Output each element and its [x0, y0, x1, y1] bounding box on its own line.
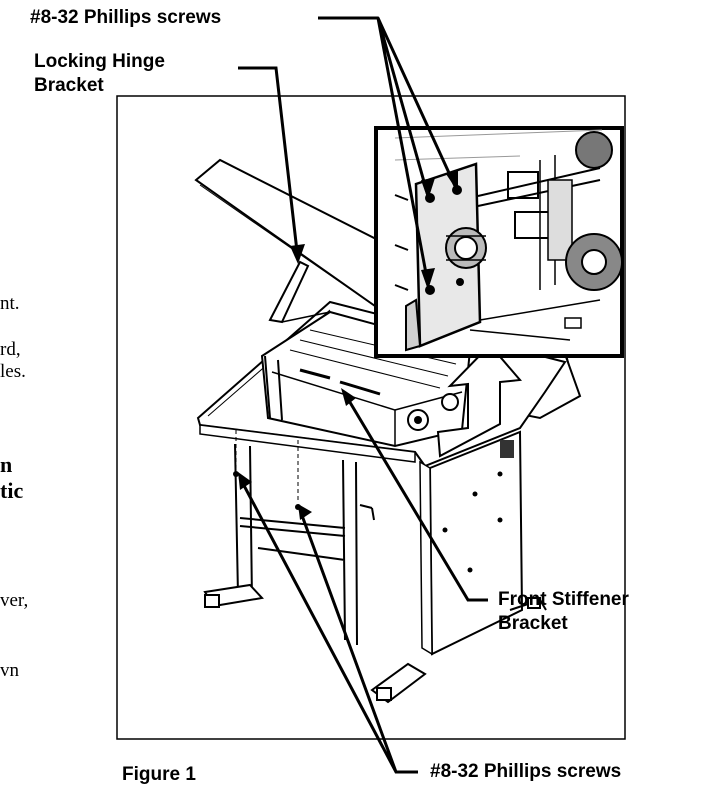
leader-front-stiffener — [343, 393, 488, 602]
label-bottom-phillips-screws: #8-32 Phillips screws — [430, 761, 622, 782]
text-fragment-6: ver, — [0, 590, 29, 611]
label-top-phillips-screws: #8-32 Phillips screws — [30, 7, 222, 28]
label-locking-hinge-line2: Bracket — [34, 75, 104, 96]
stand-legs — [234, 443, 375, 646]
locking-hinge-bracket — [268, 260, 310, 324]
text-fragment-3: les. — [0, 361, 26, 382]
text-fragment-5: tic — [0, 478, 24, 503]
text-fragment-2: rd, — [0, 339, 21, 360]
figure-caption: Figure 1 — [122, 764, 196, 785]
leader-locking-hinge — [238, 66, 300, 261]
label-front-stiffener-line1: Front Stiffener — [498, 589, 629, 610]
label-front-stiffener-line2: Bracket — [498, 613, 568, 634]
figure-frame — [116, 95, 626, 740]
leader-bottom-screws — [238, 477, 418, 774]
leader-top-screws — [318, 16, 457, 285]
text-fragment-7: vn — [0, 660, 19, 681]
label-locking-hinge-line1: Locking Hinge — [34, 51, 165, 72]
inset-machinery — [394, 129, 623, 352]
text-fragment-1: nt. — [0, 293, 20, 314]
text-fragment-4: n — [0, 452, 13, 477]
inset-arrow — [436, 343, 523, 458]
